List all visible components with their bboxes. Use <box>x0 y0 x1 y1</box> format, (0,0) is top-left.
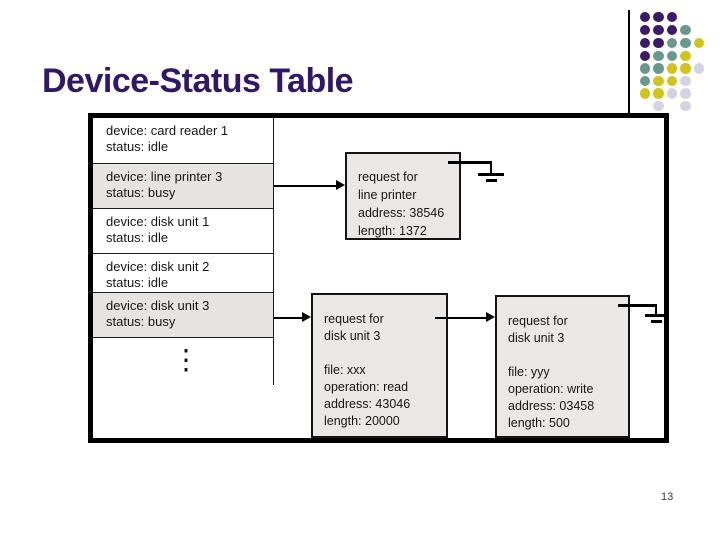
arrow-disk-request-chain <box>435 316 487 319</box>
request-box-line: file: xxx <box>324 363 366 377</box>
table-row-disk-unit-3: device: disk unit 3 status: busy <box>93 293 273 338</box>
device-label: device: disk unit 2 <box>106 259 210 274</box>
decor-dot <box>693 37 705 49</box>
decor-dot <box>653 100 664 112</box>
table-row-line-printer-3: device: line printer 3 status: busy <box>93 164 273 209</box>
request-box-line <box>313 345 446 362</box>
request-box-line-printer: request for line printer address: 38546 … <box>345 152 461 240</box>
request-box-line: operation: write <box>508 382 594 396</box>
request-box-line <box>497 347 628 364</box>
status-label: status: busy <box>106 185 176 200</box>
decor-dot <box>680 24 691 36</box>
request-box-line: address: 43046 <box>324 397 411 411</box>
decor-dot <box>639 63 651 74</box>
request-box-line: request for <box>358 170 418 184</box>
request-box-line: disk unit 3 <box>324 329 381 343</box>
request-box-line: line printer <box>358 188 417 202</box>
decor-dot <box>639 88 651 99</box>
decor-dot <box>680 100 691 112</box>
request-box-line: length: 1372 <box>358 224 427 238</box>
table-row-card-reader-1: device: card reader 1 status: idle <box>93 118 273 164</box>
arrowhead-icon <box>336 180 345 191</box>
decor-dot <box>680 37 691 49</box>
template-vertical-rule <box>628 10 630 114</box>
request-box-disk-unit-3-second: request for disk unit 3 file: yyy operat… <box>495 295 630 438</box>
status-label: status: idle <box>106 275 169 290</box>
decor-dot <box>639 37 651 49</box>
decor-dot <box>653 63 664 74</box>
decor-dot <box>653 11 664 23</box>
decor-dot <box>653 75 664 87</box>
decor-dot <box>680 63 691 74</box>
table-row-ellipsis <box>93 338 273 385</box>
device-label: device: card reader 1 <box>106 123 229 138</box>
device-table: device: card reader 1 status: idle devic… <box>93 118 274 385</box>
decor-dot <box>666 37 678 49</box>
decor-dot <box>639 24 651 36</box>
request-box-line: length: 20000 <box>324 414 400 428</box>
status-label: status: idle <box>106 230 169 245</box>
request-box-line: request for <box>508 314 568 328</box>
request-box-line: request for <box>324 312 384 326</box>
request-box-line: disk unit 3 <box>508 331 565 345</box>
arrowhead-icon <box>486 312 495 323</box>
decor-dot <box>639 50 651 62</box>
arrowhead-icon <box>302 312 311 323</box>
decor-dot <box>666 11 678 23</box>
decor-dot <box>639 11 651 23</box>
decor-dot <box>639 75 651 87</box>
decor-dot <box>680 50 691 62</box>
vertical-ellipsis: ⋮ <box>172 344 200 375</box>
decor-dot <box>680 88 691 99</box>
request-box-disk-unit-3-first: request for disk unit 3 file: xxx operat… <box>311 293 448 438</box>
table-row-disk-unit-2: device: disk unit 2 status: idle <box>93 254 273 293</box>
decor-dot <box>666 88 678 99</box>
decor-dot <box>666 75 678 87</box>
status-label: status: busy <box>106 314 176 329</box>
decor-dot <box>666 24 678 36</box>
request-box-line: file: yyy <box>508 365 550 379</box>
decor-dot <box>653 50 664 62</box>
status-label: status: idle <box>106 139 169 154</box>
decor-dot <box>666 50 678 62</box>
decor-dot <box>666 63 678 74</box>
table-row-disk-unit-1: device: disk unit 1 status: idle <box>93 209 273 254</box>
device-label: device: disk unit 3 <box>106 298 210 313</box>
page-title: Device-Status Table <box>42 62 354 100</box>
decor-dot <box>693 63 705 74</box>
decor-dot <box>680 75 691 87</box>
request-box-line: address: 38546 <box>358 206 445 220</box>
arrow-disk-unit-3 <box>274 316 303 319</box>
decor-dot <box>653 24 664 36</box>
arrow-line-printer <box>274 184 337 187</box>
page-number: 13 <box>661 491 674 503</box>
request-box-line: address: 03458 <box>508 399 595 413</box>
request-box-line: operation: read <box>324 380 409 394</box>
device-label: device: line printer 3 <box>106 169 223 184</box>
decor-dot <box>653 88 664 99</box>
decor-dot <box>653 37 664 49</box>
device-label: device: disk unit 1 <box>106 214 210 229</box>
request-box-line: length: 500 <box>508 416 570 430</box>
